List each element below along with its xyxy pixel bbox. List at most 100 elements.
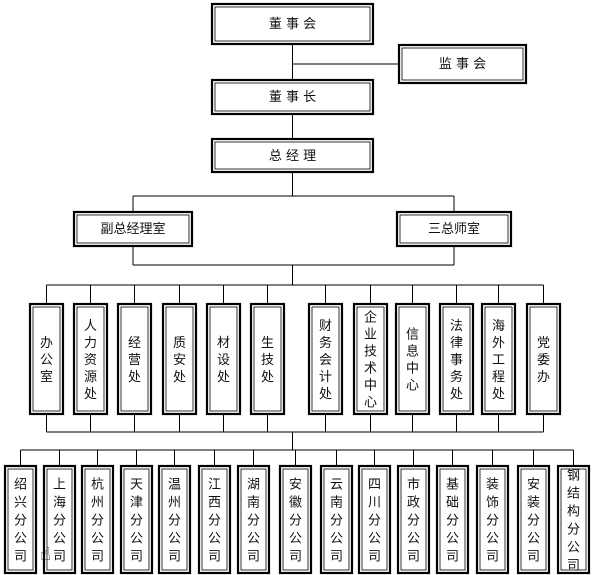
branch-label-char: 司 (527, 550, 540, 565)
branch-label-char: 公 (14, 532, 27, 547)
department-box: 质安处 (161, 302, 198, 416)
department-label-char: 办 (40, 336, 53, 351)
department-box: 办公室 (28, 302, 65, 416)
department-label-char: 生 (261, 336, 274, 351)
department-label-char: 处 (319, 387, 332, 402)
branch-label-char: 江 (208, 478, 221, 493)
branch-label-char: 公 (567, 541, 580, 556)
deputy-gm-office-label: 副总经理室 (100, 221, 165, 237)
department-label-char: 务 (319, 335, 332, 351)
department-label-char: 人 (84, 319, 97, 334)
department-label-char: 务 (450, 369, 463, 385)
department-label-char: 会 (319, 353, 332, 368)
branch-label-char: 分 (527, 514, 540, 529)
branch-label-char: 市 (407, 477, 420, 493)
branch-label-char: 饰 (486, 496, 499, 511)
branch-label-char: 温 (168, 478, 181, 493)
department-label-char: 材 (217, 336, 230, 351)
department-label-char: 安 (173, 353, 186, 368)
department-label-char: 外 (492, 336, 505, 351)
branch-label-char: 海 (53, 496, 66, 511)
branch-label-char: 分 (53, 514, 66, 529)
department-label-char: 处 (492, 387, 505, 402)
branch-label-char: 公 (247, 532, 260, 547)
department-label-char: 海 (492, 319, 505, 334)
branch-label-char: 分 (407, 514, 420, 529)
branch-label-char: 基 (446, 478, 459, 493)
branch-label-char: 州 (91, 496, 104, 511)
branch-label-char: 公 (208, 532, 221, 547)
department-label-char: 源 (84, 370, 97, 385)
department-label-char: 息 (406, 344, 419, 360)
supervisory-board-label: 监 事 会 (439, 57, 486, 72)
departments-row: 办公室人力资源处经营处质安处材设处生技处财务会计处企业技术中心信息中心法律事务处… (28, 302, 562, 416)
branch-label-char: 司 (14, 550, 27, 565)
branch-label-char: 天 (130, 478, 143, 493)
branch-label-char: 分 (14, 514, 27, 529)
department-label-char: 信 (406, 328, 419, 343)
branch-label-char: 构 (567, 505, 580, 520)
department-label-char: 公 (40, 353, 53, 368)
department-label-char: 技 (364, 345, 377, 360)
branch-label-char: 司 (91, 550, 104, 565)
branch-label-char: 分 (368, 514, 381, 529)
branch-label-char: 司 (567, 559, 580, 574)
department-label-char: 处 (450, 387, 463, 402)
department-label-char: 营 (128, 353, 141, 368)
branch-label-char: 政 (407, 496, 420, 511)
department-label-char: 处 (173, 370, 186, 385)
branch-label-char: 司 (53, 550, 66, 565)
branch-label-char: 装 (486, 478, 499, 493)
branch-label-char: 司 (208, 550, 221, 565)
branch-label-char: 湖 (247, 478, 260, 493)
branch-label-char: 公 (330, 532, 343, 547)
branches-row: 绍兴分公司上海分公司杭州分公司天津分公司温州分公司江西分公司湖南分公司安徽分公司… (3, 464, 591, 575)
chairman-box: 董 事 长 (210, 78, 375, 116)
branch-label-char: 兴 (14, 496, 27, 511)
branch-label-char: 司 (247, 550, 260, 565)
branch-label-char: 分 (330, 514, 343, 529)
department-label-char: 设 (217, 353, 230, 368)
department-label-char: 律 (450, 336, 463, 351)
branch-label-char: 云 (330, 478, 343, 493)
department-label-char: 处 (261, 370, 274, 385)
supervisory-board-box: 监 事 会 (397, 43, 528, 85)
general-manager-label: 总 经 理 (269, 149, 316, 164)
department-label-char: 程 (492, 370, 505, 385)
branch-label-char: 南 (330, 495, 343, 511)
department-label-char: 术 (364, 362, 377, 377)
branch-label-char: 分 (168, 514, 181, 529)
branch-label-char: 司 (130, 550, 143, 565)
branch-label-char: 公 (289, 532, 302, 547)
branch-label-char: 司 (368, 550, 381, 565)
board-box: 董 事 会 (210, 2, 375, 46)
branch-label-char: 钢 (567, 469, 580, 484)
branch-label-char: 四 (368, 478, 381, 493)
branch-label-char: 分 (486, 514, 499, 529)
branch-label-char: 分 (208, 514, 221, 529)
branch-label-char: 分 (247, 514, 260, 529)
branch-label-char: 司 (330, 550, 343, 565)
department-label-char: 委 (537, 353, 550, 368)
department-label-char: 法 (450, 319, 463, 334)
branch-label-char: 司 (289, 550, 302, 565)
branch-label-char: 上 (53, 478, 66, 493)
branch-label-char: 公 (407, 532, 420, 547)
department-label-char: 处 (128, 370, 141, 385)
board-label: 董 事 会 (269, 17, 316, 32)
